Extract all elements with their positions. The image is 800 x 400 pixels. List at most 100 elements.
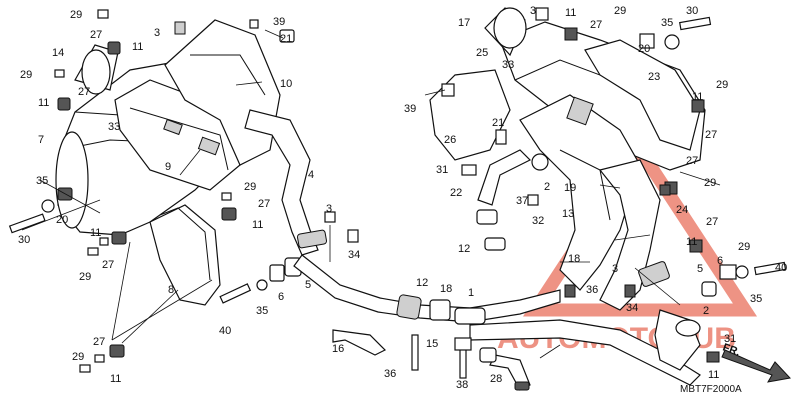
callouts-left: 2927111429271133735203011292782729113392… [18,9,360,385]
callout-40: 40 [775,262,787,274]
figure-code: MBT7F2000A [680,384,742,395]
callout-29: 29 [20,69,32,81]
callout-35: 35 [256,305,268,317]
callout-28: 28 [490,373,502,385]
callout-3: 3 [154,27,160,39]
callout-20: 20 [56,214,68,226]
front-direction-arrow: FR. [721,342,791,383]
callout-11: 11 [38,97,49,109]
callout-29: 29 [244,181,256,193]
callout-29: 29 [738,241,750,253]
callout-17: 17 [458,17,470,29]
callout-18: 18 [568,253,580,265]
callout-29: 29 [716,79,728,91]
callout-36: 36 [586,284,598,296]
callout-29: 29 [79,271,91,283]
callout-6: 6 [278,291,284,303]
callout-16: 16 [332,343,344,355]
exhaust-pipe-13 [598,159,661,311]
right-muffler-assembly [429,7,787,371]
callout-20: 20 [638,43,650,55]
lower-pipe [469,319,701,386]
callout-29: 29 [614,5,626,17]
callout-26: 26 [444,134,456,146]
heat-guard-19 [519,94,641,291]
callout-23: 23 [648,71,660,83]
joint-pipe-1 [293,254,561,323]
callouts-center: 12 18 1 16 15 36 38 28 [332,277,502,391]
front-direction-label: FR. [721,342,742,359]
callout-11: 11 [692,91,703,103]
callout-27: 27 [90,29,102,41]
callout-39: 39 [273,16,285,28]
callout-31: 31 [436,164,448,176]
tail-sleeve-8 [149,204,221,306]
callout-40: 40 [219,325,231,337]
callout-39: 39 [404,103,416,115]
callout-27: 27 [706,216,718,228]
heat-guard-23 [584,39,701,151]
callout-9: 9 [165,161,171,173]
callout-18: 18 [440,283,452,295]
callout-29: 29 [70,9,82,21]
callout-10: 10 [280,78,292,90]
callout-11: 11 [708,369,719,381]
pipe-22 [477,149,532,206]
callout-3: 3 [530,5,536,17]
callout-6: 6 [717,255,723,267]
callout-4: 4 [308,169,314,181]
callout-27: 27 [590,19,602,31]
callout-34: 34 [626,302,638,314]
callout-24: 24 [676,204,688,216]
callout-3: 3 [612,263,618,275]
callout-30: 30 [18,234,30,246]
callout-27: 27 [102,259,114,271]
callout-35: 35 [750,293,762,305]
callout-35: 35 [661,17,673,29]
leader-lines [21,29,721,359]
callout-8: 8 [168,284,174,296]
callout-14: 14 [52,47,64,59]
callout-11: 11 [565,7,576,19]
callout-34: 34 [348,249,360,261]
callout-27: 27 [78,86,90,98]
callout-37: 37 [516,195,528,207]
callout-27: 27 [258,198,270,210]
callout-15: 15 [426,338,438,350]
callout-11: 11 [252,219,263,231]
callout-5: 5 [697,263,703,275]
callout-29: 29 [704,177,716,189]
callout-27: 27 [93,336,105,348]
callout-38: 38 [456,379,468,391]
callout-11: 11 [132,41,143,53]
callout-27: 27 [686,155,698,167]
callout-19: 19 [564,182,576,194]
callout-32: 32 [532,215,544,227]
callout-25: 25 [476,47,488,59]
callout-2: 2 [703,305,709,317]
callout-7: 7 [38,134,44,146]
callout-22: 22 [450,187,462,199]
callout-29: 29 [72,351,84,363]
callout-11: 11 [686,236,697,248]
callout-1: 1 [468,287,474,299]
center-pipe-assembly [293,254,701,391]
left-muffler-assembly [8,9,359,373]
callout-12: 12 [416,277,428,289]
callout-36: 36 [384,368,396,380]
callout-33: 33 [502,59,514,71]
bracket-16 [332,329,387,356]
callout-13: 13 [562,208,574,220]
callout-27: 27 [705,129,717,141]
left-muffler-end [55,131,89,229]
callout-11: 11 [110,373,121,385]
callout-31: 31 [724,333,736,345]
callout-3: 3 [326,203,332,215]
callout-21: 21 [492,117,504,129]
callout-21: 21 [280,33,292,45]
callout-35: 35 [36,175,48,187]
callout-30: 30 [686,5,698,17]
callout-2: 2 [544,181,550,193]
